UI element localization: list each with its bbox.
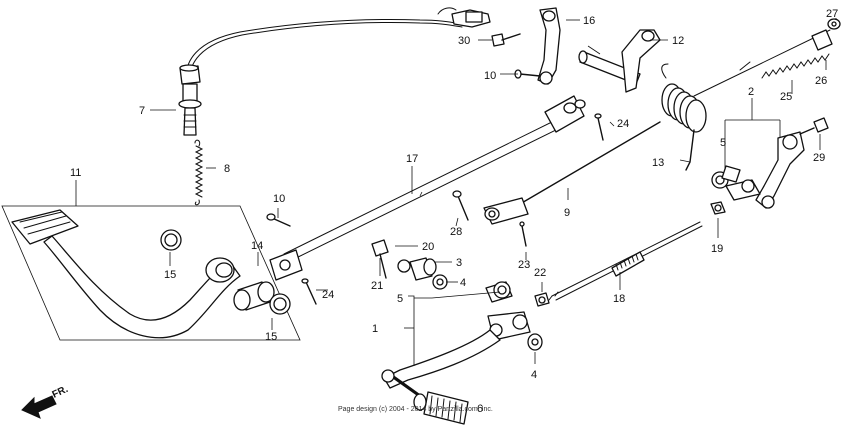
adjusting-rod: [548, 221, 703, 301]
bolt-29: [799, 117, 829, 135]
washer-4a: [432, 274, 448, 290]
callout-10a: 10: [273, 193, 285, 205]
front-label: FR.: [51, 384, 70, 401]
callout-8: 8: [224, 163, 230, 175]
bushing-15b: [269, 293, 291, 315]
callout-15a: 15: [164, 269, 176, 281]
lever-2: [755, 131, 805, 209]
callout-4a: 4: [460, 277, 466, 289]
copyright-text: Page design (c) 2004 - 2014 by Partzilla…: [338, 406, 493, 413]
callout-26: 26: [815, 75, 827, 87]
callout-2: 2: [748, 86, 754, 98]
callout-1: 1: [372, 323, 378, 335]
nut-19: [710, 201, 726, 215]
brake-rod: [269, 95, 586, 281]
cotter-pin-24: [301, 278, 317, 305]
callout-30: 30: [458, 35, 470, 47]
cotter-pin-24b: [594, 113, 604, 141]
front-direction-indicator: FR.: [21, 384, 70, 419]
callouts: 11 7 8 15 14 15 24 10 17 20 21 3 4 5 1 2…: [70, 8, 838, 415]
callout-28: 28: [450, 226, 462, 238]
callout-29: 29: [813, 152, 825, 164]
callout-20: 20: [422, 241, 434, 253]
callout-6: 6: [477, 403, 483, 415]
leader-lines: [75, 18, 837, 366]
brake-pedal: [11, 209, 241, 339]
cotter-pin-23: [519, 221, 527, 247]
brake-shaft: [578, 29, 661, 93]
callout-9: 9: [564, 207, 570, 219]
arm-16: [537, 7, 561, 85]
callout-17: 17: [406, 153, 418, 165]
bolt-10b: [514, 69, 541, 79]
callout-18: 18: [613, 293, 625, 305]
pedal-box: [1, 205, 301, 341]
callout-22: 22: [534, 267, 546, 279]
clutch-cable: [178, 7, 491, 136]
callout-24a: 24: [322, 289, 334, 301]
torsion-spring: [661, 63, 707, 171]
bushing-15a: [160, 229, 182, 251]
bushing-5b: [711, 165, 741, 189]
callout-4b: 4: [531, 369, 537, 381]
pivot-collar: [233, 281, 275, 311]
brake-arm-1: [381, 281, 531, 398]
callout-25: 25: [780, 91, 792, 103]
return-spring: [194, 139, 204, 206]
collar-3: [409, 257, 437, 281]
nut-26-27: [811, 18, 841, 51]
callout-24b: 24: [617, 118, 629, 130]
callout-11: 11: [70, 167, 81, 179]
bolt-10a: [266, 213, 291, 227]
footpeg-6: [413, 391, 469, 425]
callout-13: 13: [652, 157, 664, 169]
callout-15b: 15: [265, 331, 277, 343]
callout-5a: 5: [397, 293, 403, 305]
washer-20: [397, 259, 411, 273]
callout-23: 23: [518, 259, 530, 271]
callout-21: 21: [371, 280, 383, 292]
callout-14: 14: [251, 240, 263, 252]
callout-12: 12: [672, 35, 684, 47]
bolt-28: [452, 190, 469, 221]
washer-4b: [527, 333, 543, 351]
callout-7: 7: [139, 105, 145, 117]
callout-27: 27: [826, 8, 838, 20]
callout-10b: 10: [484, 70, 496, 82]
rod-9: [483, 121, 661, 225]
callout-16: 16: [583, 15, 595, 27]
rod-25: [693, 29, 831, 97]
nut-22: [534, 292, 550, 307]
front-arrow-icon: [21, 395, 57, 419]
callout-3: 3: [456, 257, 462, 269]
bolt-21: [371, 239, 389, 279]
callout-19: 19: [711, 243, 723, 255]
callout-5b: 5: [720, 137, 726, 149]
lever-arm: [725, 179, 761, 201]
bolt-30: [491, 33, 521, 47]
